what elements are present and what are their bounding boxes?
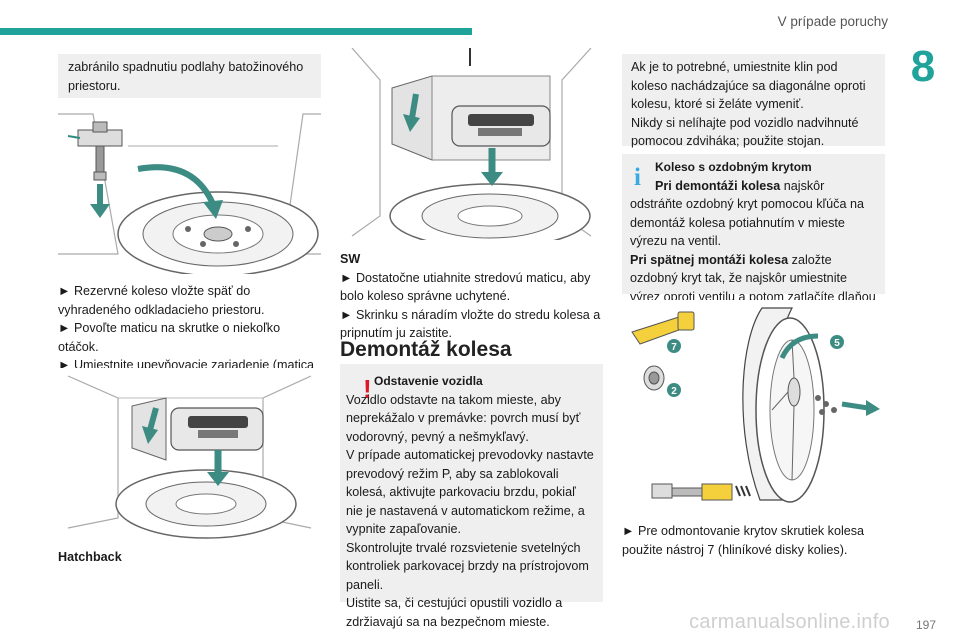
warning-line-parking: Vozidlo odstavte na takom mieste, aby ne…: [346, 392, 581, 444]
chock-text: Ak je to potrebné, umiestnite klin pod k…: [631, 60, 866, 111]
figure-sw-trunk: [340, 48, 603, 240]
figure-spare-wheel-storage: [58, 104, 321, 274]
section-title: Demontáž kolesa: [340, 338, 512, 361]
warning-title: Odstavenie vozidla: [374, 374, 483, 388]
step-insert-toolbox: ► Skrinku s náradím vložte do stredu kol…: [340, 307, 601, 341]
watermark: carmanualsonline.info: [689, 611, 890, 633]
warning-icon: !: [363, 374, 372, 404]
info-title: Koleso s ozdobným krytom: [655, 160, 812, 174]
step-reinsert-spare: ► Rezervné koleso vložte späť do vyhrade…: [58, 284, 265, 317]
continuation-panel: zabránilo spadnutiu podlahy batožinového…: [58, 54, 321, 98]
callout-7: 7: [671, 342, 677, 353]
jack-safety-text: Nikdy si nelíhajte pod vozidlo nadvihnut…: [631, 115, 859, 149]
figure-wheel-trim-removal: 7 2 5: [622, 300, 885, 520]
chock-panel: Ak je to potrebné, umiestnite klin pod k…: [622, 54, 885, 148]
step-loosen-nut: ► Povoľte maticu na skrutke o niekoľko o…: [58, 321, 281, 354]
info-refit-lead: Pri spätnej montáži kolesa: [630, 252, 789, 267]
info-removal-lead: Pri demontáži kolesa: [655, 178, 781, 193]
page-number: 197: [915, 618, 936, 632]
warning-line-lamps: Skontrolujte trvalé rozsvietenie sveteln…: [346, 540, 589, 592]
figure-hatchback-trunk: [58, 368, 321, 540]
col3-step: ► Pre odmontovanie krytov skrutiek koles…: [622, 524, 865, 557]
callout-5: 5: [834, 338, 840, 349]
sw-label: SW: [340, 252, 361, 266]
warning-box: ! Odstavenie vozidla Vozidlo odstavte na…: [340, 364, 603, 629]
info-icon: i: [634, 164, 641, 191]
figure-caption-hatchback: Hatchback: [58, 550, 122, 564]
chapter-number: 8: [910, 42, 936, 91]
info-box-wheel-trim: i Koleso s ozdobným krytom Pri demontáži…: [622, 154, 885, 322]
callout-2: 2: [671, 386, 677, 397]
info-removal-rest: najskôr odstráňte ozdobný kryt pomocou k…: [630, 178, 864, 249]
header-accent-bar: [0, 28, 472, 35]
col2-sw-text: SW ► Dostatočne utiahnite stredovú matic…: [340, 250, 605, 343]
info-paragraph-removal: Pri demontáži kolesa najskôr odstráňte o…: [630, 177, 878, 251]
warning-line-gearbox: V prípade automatickej prevodovky nastav…: [346, 448, 594, 536]
warning-line-passengers: Uistite sa, či cestujúci opustili vozidl…: [346, 596, 563, 629]
continuation-text: zabránilo spadnutiu podlahy batožinového…: [68, 60, 304, 93]
page-header-title: V prípade poruchy: [777, 14, 888, 29]
step-tighten-nut: ► Dostatočne utiahnite stredovú maticu, …: [340, 270, 591, 304]
